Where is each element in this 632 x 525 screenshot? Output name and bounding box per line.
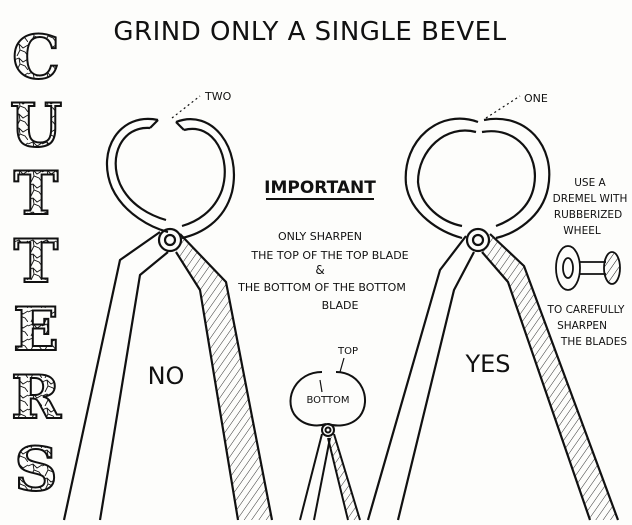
side-letter: U xyxy=(10,91,62,161)
tip-line: TO CAREFULLY xyxy=(547,304,625,316)
dremel-wheel-icon xyxy=(556,246,620,290)
label-top: TOP xyxy=(337,346,358,357)
side-title: C U T T E R S xyxy=(10,23,62,505)
instruction-line: BLADE xyxy=(322,299,359,312)
tip-line: DREMEL WITH xyxy=(553,193,628,205)
tip-line: RUBBERIZED xyxy=(554,209,622,221)
tip-line: THE BLADES xyxy=(560,336,627,348)
label-no: NO xyxy=(148,362,185,390)
label-bottom: BOTTOM xyxy=(306,395,349,406)
arrow-top xyxy=(340,358,344,372)
page-title: GRIND ONLY A SINGLE BEVEL xyxy=(113,17,506,47)
side-letter: C xyxy=(12,23,60,93)
side-letter: E xyxy=(13,295,59,365)
label-one: ONE xyxy=(524,92,548,105)
label-two: TWO xyxy=(204,90,232,103)
pointer-one xyxy=(486,96,520,118)
tip-line: WHEEL xyxy=(563,225,601,237)
important-heading: IMPORTANT xyxy=(264,178,376,198)
side-letter: T xyxy=(14,227,59,297)
tip-line: SHARPEN xyxy=(557,320,607,332)
side-letter: T xyxy=(14,159,59,229)
left-cutter-no xyxy=(64,119,272,520)
side-letter: S xyxy=(14,435,57,505)
label-yes: YES xyxy=(464,350,510,378)
tip-line: USE A xyxy=(574,177,606,189)
instruction-line: ONLY SHARPEN xyxy=(278,230,362,243)
arrow-bottom xyxy=(320,380,322,392)
side-letter: R xyxy=(11,363,62,433)
instruction-line: & xyxy=(315,263,324,277)
pointer-two xyxy=(172,96,200,118)
instruction-line: THE BOTTOM OF THE BOTTOM xyxy=(237,281,406,294)
instruction-line: THE TOP OF THE TOP BLADE xyxy=(250,249,408,262)
